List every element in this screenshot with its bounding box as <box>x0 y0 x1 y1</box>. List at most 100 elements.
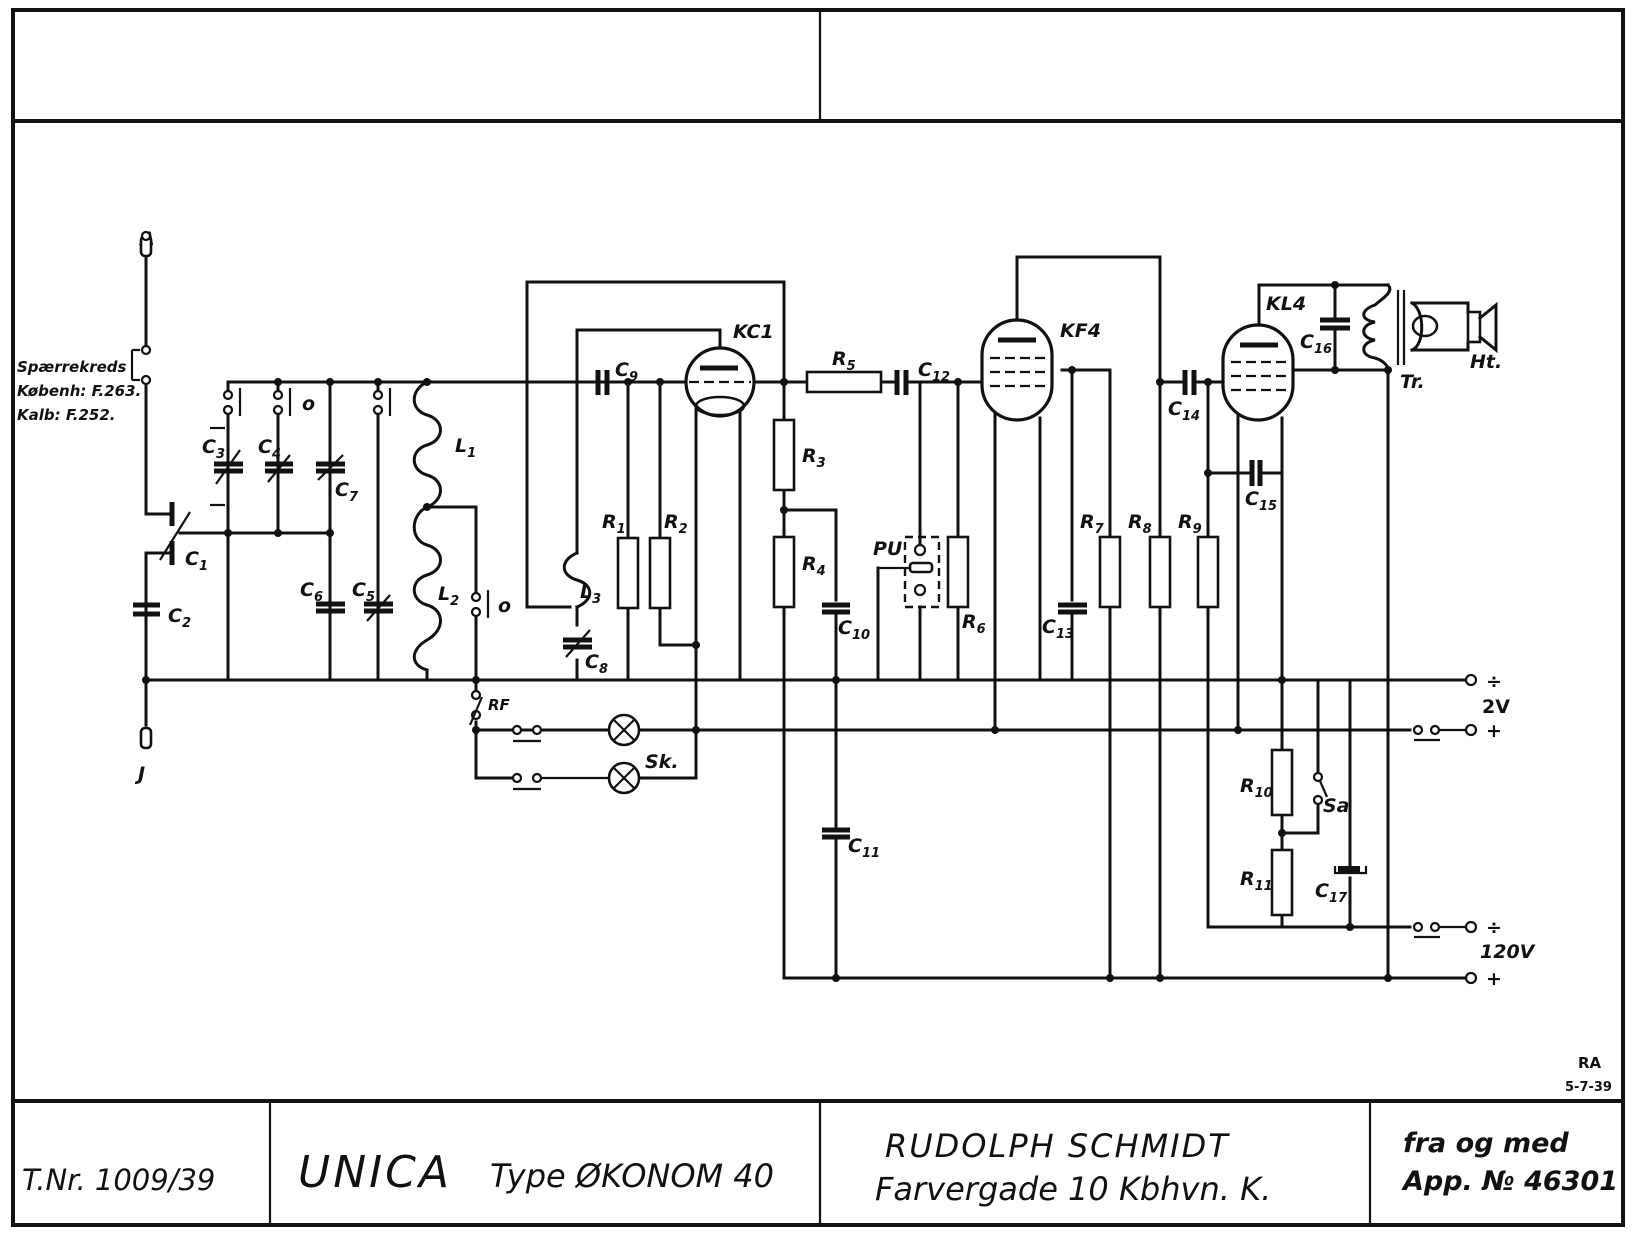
svg-text:C10: C10 <box>838 617 870 643</box>
svg-text:R11: R11 <box>1240 868 1273 894</box>
svg-text:C2: C2 <box>168 605 191 631</box>
svg-text:L2: L2 <box>438 583 459 609</box>
tube-kf4: KF4 <box>980 318 1101 422</box>
capacitor-c11: C11 <box>822 827 880 861</box>
svg-text:L1: L1 <box>455 435 476 461</box>
capacitor-c7: C7 <box>316 454 359 505</box>
capacitor-c12: C12 <box>894 359 950 395</box>
svg-text:R10: R10 <box>1240 775 1273 801</box>
resistor-r9: R9 <box>1178 511 1220 609</box>
capacitor-c2: C2 <box>133 602 191 631</box>
supply-120v-label: 120V <box>1480 941 1536 963</box>
svg-text:R2: R2 <box>664 511 688 537</box>
supply-2v-plus: + <box>1486 720 1502 742</box>
serial-note-line2: App. № 46301 <box>1401 1166 1618 1197</box>
svg-text:R1: R1 <box>602 511 626 537</box>
transformer-label: Tr. <box>1400 371 1425 393</box>
svg-text:C12: C12 <box>918 359 950 385</box>
capacitor-c3: C3 <box>202 426 243 507</box>
supply-2v-minus: ÷ <box>1486 671 1502 693</box>
capacitor-c17: C17 <box>1315 866 1368 906</box>
capacitor-c14: C14 <box>1168 370 1200 424</box>
sparrekreds-line2: Københ: F.263. <box>17 382 141 400</box>
resistor-r3: R3 <box>772 418 826 492</box>
svg-text:R7: R7 <box>1080 511 1105 537</box>
capacitor-c4: C4 <box>258 436 293 483</box>
sparrekreds-terminal-bottom <box>140 374 152 386</box>
resistor-r10: R10 <box>1240 748 1294 817</box>
model-name: Type ØKONOM 40 <box>490 1157 774 1195</box>
resistor-r4: R4 <box>772 535 826 609</box>
svg-text:C11: C11 <box>848 835 880 861</box>
initials-mark: RA <box>1578 1054 1602 1072</box>
drawing-number: T.Nr. 1009/39 <box>22 1163 215 1197</box>
resistor-r11: R11 <box>1240 848 1294 917</box>
scale-lamps-label: Sk. <box>645 751 679 773</box>
serial-note-line1: fra og med <box>1403 1128 1569 1159</box>
sparrekreds-terminal-top <box>140 344 152 356</box>
supply-120v-plus: + <box>1486 968 1502 990</box>
supply-terminals: ÷ 2V + ÷ 120V + <box>1388 671 1536 990</box>
svg-text:R4: R4 <box>802 553 826 579</box>
pickup-input: PU <box>873 535 941 609</box>
capacitor-c8: C8 <box>563 629 608 677</box>
svg-text:C5: C5 <box>352 579 375 605</box>
scale-lamps: Sk. <box>607 713 679 795</box>
wiring <box>130 255 1470 980</box>
supply-2v-label: 2V <box>1482 696 1510 718</box>
svg-text:R3: R3 <box>802 445 826 471</box>
resistor-r2: R2 <box>648 511 688 610</box>
antenna-terminal: A <box>138 228 155 258</box>
svg-text:C16: C16 <box>1300 331 1332 357</box>
capacitor-c10: C10 <box>822 602 870 643</box>
svg-text:C14: C14 <box>1168 398 1200 424</box>
switch-mark-o-2: o <box>498 595 511 617</box>
svg-text:C3: C3 <box>202 436 225 462</box>
inductor-l3: L3 <box>562 551 601 609</box>
svg-text:R9: R9 <box>1178 511 1202 537</box>
tube-kc1: KC1 <box>684 321 774 418</box>
svg-text:R6: R6 <box>962 611 986 637</box>
tube-kc1-label: KC1 <box>733 321 774 343</box>
rf-switch-label: RF <box>488 696 511 714</box>
lamp-switches <box>511 724 543 791</box>
capacitor-c1: C1 <box>159 502 208 574</box>
drawing-frame <box>11 8 1625 1227</box>
sparrekreds-line1: Spærrekreds <box>17 358 127 376</box>
ground-label: J <box>134 763 145 785</box>
svg-text:R5: R5 <box>832 348 856 374</box>
sparrekreds-line3: Kalb: F.252. <box>17 406 116 424</box>
loudspeaker: Ht. <box>1466 301 1502 373</box>
company-address: Farvergade 10 Kbhvn. K. <box>875 1170 1271 1208</box>
svg-text:C17: C17 <box>1315 880 1348 906</box>
ground-terminal: J <box>134 726 153 785</box>
capacitor-c5: C5 <box>352 579 393 622</box>
output-transformer: Tr. <box>1362 282 1439 393</box>
drawing-date: 5-7-39 <box>1565 1080 1612 1095</box>
tube-kf4-label: KF4 <box>1060 320 1101 342</box>
capacitor-c13: C13 <box>1042 602 1087 642</box>
rf-switch: RF <box>468 689 511 726</box>
sparrekreds-note: Spærrekreds Københ: F.263. Kalb: F.252. <box>17 358 141 424</box>
svg-text:C1: C1 <box>185 548 208 574</box>
svg-text:R8: R8 <box>1128 511 1152 537</box>
resistor-r1: R1 <box>602 511 640 610</box>
svg-text:L3: L3 <box>580 581 601 607</box>
svg-text:C7: C7 <box>335 479 359 505</box>
capacitor-c16: C16 <box>1300 317 1350 357</box>
supply-120v-minus: ÷ <box>1486 917 1502 939</box>
inductor-l1: L1 <box>412 380 476 509</box>
resistor-r5: R5 <box>805 348 883 394</box>
resistor-r6: R6 <box>946 535 986 637</box>
svg-text:C13: C13 <box>1042 616 1074 642</box>
pickup-label: PU <box>873 538 903 560</box>
tube-kl4: KL4 <box>1221 293 1306 422</box>
inductor-l2: L2 <box>412 505 459 672</box>
svg-text:C4: C4 <box>258 436 281 462</box>
capacitor-c15: C15 <box>1245 460 1277 514</box>
company-name: RUDOLPH SCHMIDT <box>885 1127 1230 1165</box>
switch-mark-o-1: o <box>302 393 315 415</box>
svg-text:C9: C9 <box>615 359 638 385</box>
band-switches: o o <box>222 388 511 618</box>
